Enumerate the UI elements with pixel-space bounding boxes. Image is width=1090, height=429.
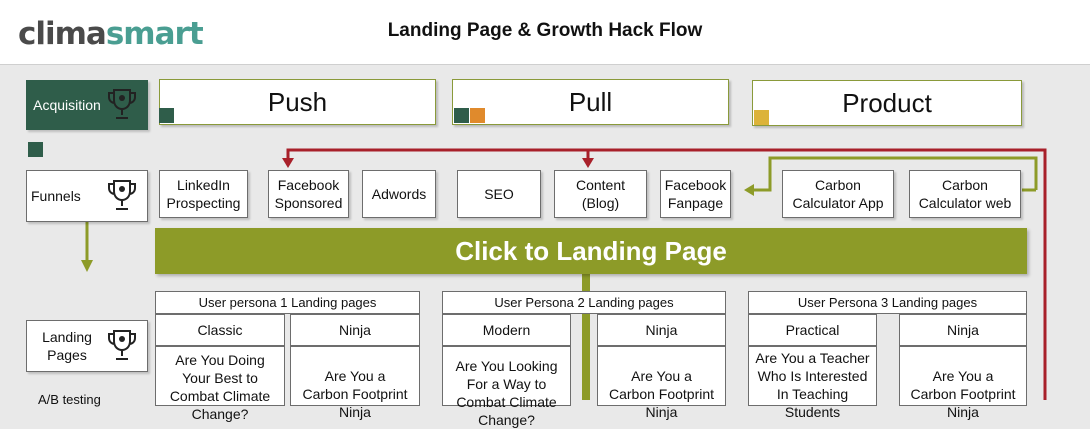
pull-marker-green xyxy=(454,108,469,123)
persona-1-variant-b-text: Are You a Carbon Footprint Ninja xyxy=(290,346,420,420)
persona-1-variant-a-text: Are You Doing Your Best to Combat Climat… xyxy=(155,346,285,422)
funnel-seo: SEO xyxy=(457,170,541,218)
persona-3-variant-b-text: Are You a Carbon Footprint Ninja xyxy=(899,346,1027,420)
acquisition-label: Acquisition xyxy=(33,97,101,113)
persona-1-title: User persona 1 Landing pages xyxy=(155,291,420,314)
funnel-carbon-app: Carbon Calculator App xyxy=(782,170,894,218)
red-connector xyxy=(286,148,1047,400)
trophy-icon xyxy=(108,180,136,210)
funnel-adwords: Adwords xyxy=(362,170,436,218)
persona-1-variant-b-label: Ninja xyxy=(290,314,420,346)
arrow-to-fanpage xyxy=(744,184,754,196)
push-label: Push xyxy=(267,86,328,117)
funnel-linkedin: LinkedIn Prospecting xyxy=(159,170,248,218)
stage-push: Push xyxy=(159,79,436,125)
page-title: Landing Page & Growth Hack Flow xyxy=(387,20,703,41)
funnel-facebook-sponsored: Facebook Sponsored xyxy=(268,170,349,218)
persona-2-variant-a-label: Modern xyxy=(442,314,571,346)
funnel-content: Content (Blog) xyxy=(554,170,647,218)
sidebar-landing-pages: Landing Pages xyxy=(26,320,148,372)
persona-3-variant-b-label: Ninja xyxy=(899,314,1027,346)
persona-3-variant-a-label: Practical xyxy=(748,314,877,346)
click-to-landing-page-banner: Click to Landing Page xyxy=(155,228,1027,274)
arrow-to-content xyxy=(582,158,594,168)
trophy-icon xyxy=(108,89,136,119)
header: climasmart Landing Page & Growth Hack Fl… xyxy=(0,0,1090,65)
funnel-facebook-fanpage: Facebook Fanpage xyxy=(660,170,731,218)
push-marker xyxy=(159,108,174,123)
product-marker xyxy=(754,110,769,125)
persona-3-variant-a-text: Are You a Teacher Who Is Interested In T… xyxy=(748,346,877,420)
persona-1-variant-a-label: Classic xyxy=(155,314,285,346)
persona-2-title: User Persona 2 Landing pages xyxy=(442,291,726,314)
funnels-label: Funnels xyxy=(31,188,81,204)
landing-pages-label: Landing Pages xyxy=(42,329,92,363)
center-olive-bar xyxy=(582,274,590,400)
sidebar-funnels: Funnels xyxy=(26,170,148,222)
arrow-to-facebook-sponsored xyxy=(282,158,294,168)
stage-product: Product xyxy=(752,80,1022,126)
trophy-icon xyxy=(108,330,136,360)
climasmart-logo: climasmart xyxy=(18,16,204,52)
pull-marker-orange xyxy=(470,108,485,123)
pull-label: Pull xyxy=(568,86,613,117)
connector-lines xyxy=(81,148,1047,400)
persona-2-variant-b-text: Are You a Carbon Footprint Ninja xyxy=(597,346,726,420)
persona-2-variant-a-text: Are You Looking For a Way to Combat Clim… xyxy=(442,346,571,428)
product-label: Product xyxy=(842,87,932,118)
funnel-carbon-web: Carbon Calculator web xyxy=(909,170,1021,218)
persona-3-title: User Persona 3 Landing pages xyxy=(748,291,1027,314)
persona-2-variant-b-label: Ninja xyxy=(597,314,726,346)
sidebar-arrow-head xyxy=(81,260,93,272)
dark-green-marker xyxy=(28,142,43,157)
sidebar-acquisition: Acquisition xyxy=(26,80,148,130)
stage-pull: Pull xyxy=(452,79,729,125)
